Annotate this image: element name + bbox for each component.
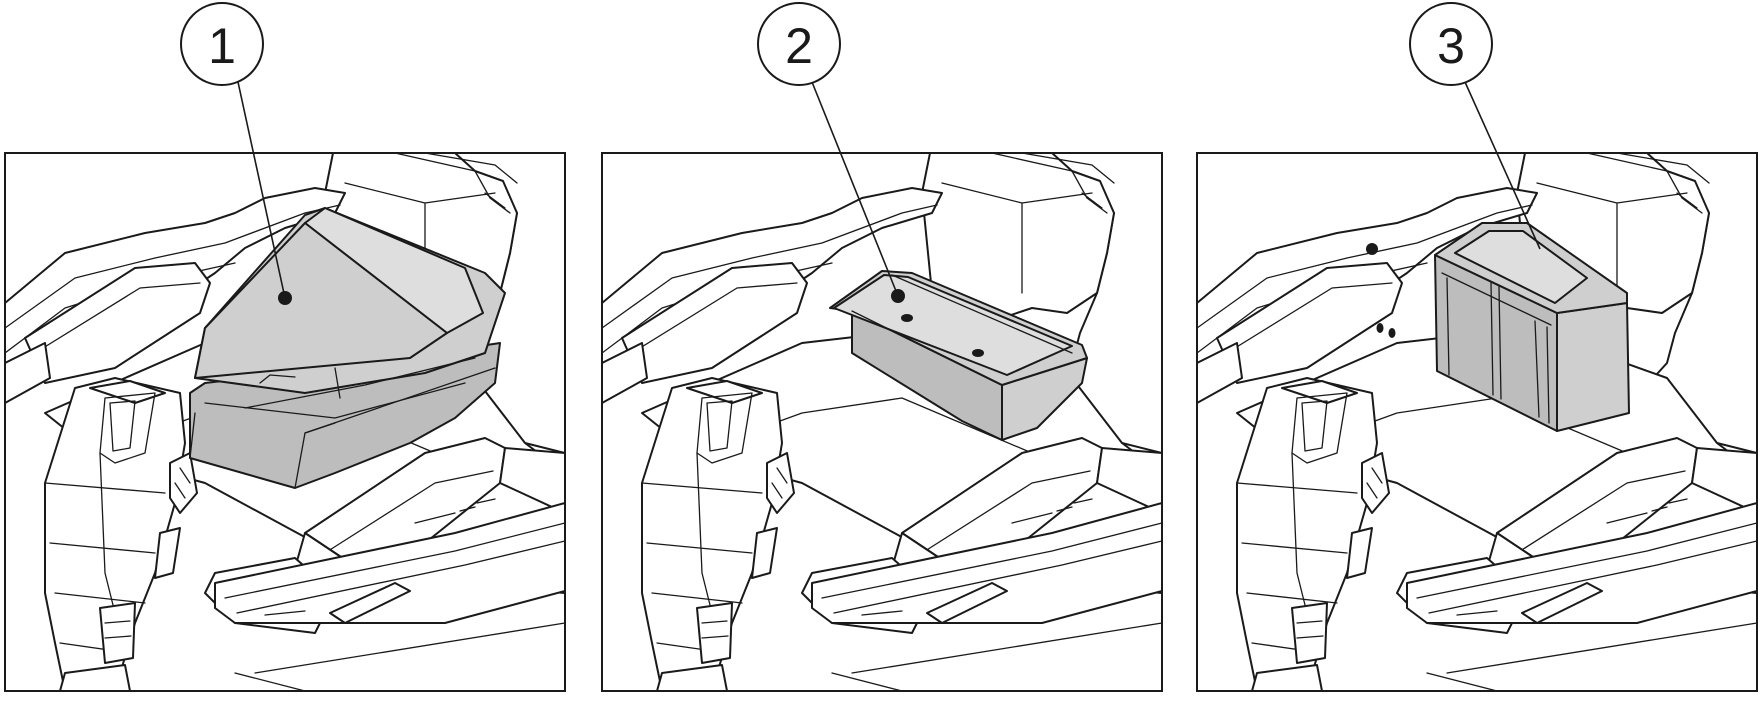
callout-3: 3 bbox=[1409, 2, 1541, 250]
cabinet-highlight bbox=[1434, 222, 1630, 432]
panel-2 bbox=[601, 152, 1163, 692]
callout-1: 1 bbox=[180, 2, 286, 299]
panel-3 bbox=[1196, 152, 1758, 692]
callout-2: 2 bbox=[757, 2, 899, 297]
callout-number: 1 bbox=[208, 18, 236, 74]
callout-circle bbox=[757, 2, 841, 86]
cabinet-knob bbox=[1376, 323, 1384, 333]
callout-dot bbox=[1366, 243, 1378, 255]
seat-cushion-highlight bbox=[189, 207, 506, 489]
boat-scene bbox=[5, 153, 565, 691]
box-hole bbox=[972, 349, 984, 357]
leader-line bbox=[237, 81, 286, 299]
boat-scene bbox=[602, 153, 1162, 691]
callout-circle bbox=[1409, 2, 1493, 86]
box-hole bbox=[901, 314, 913, 322]
cabinet-knob bbox=[1388, 328, 1396, 338]
callout-circle bbox=[180, 2, 264, 86]
callout-number: 2 bbox=[785, 18, 813, 74]
panel-1 bbox=[4, 152, 566, 692]
leader-line bbox=[811, 81, 899, 297]
boat-scene bbox=[1197, 153, 1757, 691]
leader-line bbox=[1464, 81, 1541, 250]
callout-number: 3 bbox=[1437, 18, 1465, 74]
